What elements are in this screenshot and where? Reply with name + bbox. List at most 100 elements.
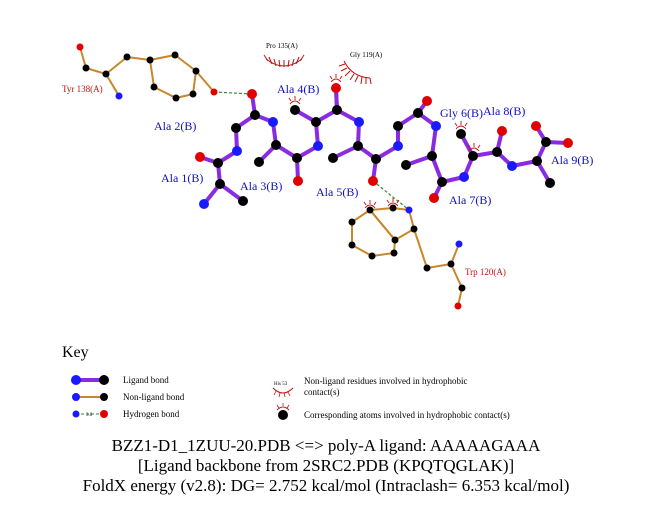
label-ala4: Ala 4(B) xyxy=(277,82,319,96)
atom-o-tyr138-end xyxy=(76,43,84,51)
key-hydrogen-bond: 3.0 Hydrogen bond xyxy=(72,409,180,419)
atom-c-ala9 xyxy=(532,156,542,166)
label-ala1: Ala 1(B) xyxy=(161,171,203,185)
label-gly6: Gly 6(B) xyxy=(440,106,483,120)
atom-c-ala4 xyxy=(311,117,321,127)
atom-o-trp120 xyxy=(454,302,462,310)
atoms xyxy=(76,43,573,310)
atom-c-tyr138 xyxy=(189,90,197,98)
atom-c-ala1 xyxy=(213,158,223,168)
atom-c-tyr138 xyxy=(172,94,180,102)
atom-o-ala3 xyxy=(293,176,303,186)
hydrogen-bonds xyxy=(213,91,410,211)
svg-text:Non-ligand residues involved i: Non-ligand residues involved in hydropho… xyxy=(304,376,467,386)
atom-n-ala2 xyxy=(232,146,242,156)
svg-text:Non-ligand bond: Non-ligand bond xyxy=(123,392,185,402)
atom-n-ala7 xyxy=(431,121,441,131)
atom-c-ala4 xyxy=(332,105,342,115)
atom-o-gly6 xyxy=(422,96,432,106)
atom-c-trp120 xyxy=(389,204,397,212)
tyr138-chain xyxy=(79,46,151,75)
atom-c-gly6 xyxy=(413,108,423,118)
atom-c-trp120 xyxy=(348,241,356,249)
key-nonligand-bond: Non-ligand bond xyxy=(72,392,185,402)
atom-c-ala9 xyxy=(541,137,551,147)
atom-c-ala1 xyxy=(238,196,248,206)
atom-c-trp120 xyxy=(391,236,399,244)
tyr138-ring xyxy=(149,54,197,99)
atom-n-ala9 xyxy=(507,161,517,171)
atom-n-ala4 xyxy=(313,141,323,151)
label-trp120: Trp 120(A) xyxy=(465,267,506,277)
atom-c-trp120 xyxy=(390,249,398,257)
atom-c-ala7 xyxy=(437,177,447,187)
label-ala2: Ala 2(B) xyxy=(154,119,196,133)
key-hydrophobic-atom: Corresponding atoms involved in hydropho… xyxy=(276,403,510,420)
atom-c-ala8 xyxy=(492,147,502,157)
legend-key: Key Ligand bond Non-ligand bond 3.0 Hydr… xyxy=(62,344,510,420)
atom-c-ala2 xyxy=(250,110,260,120)
atom-c-ala4 xyxy=(290,105,300,115)
atom-c-ala8 xyxy=(456,129,466,139)
key-hydrophobic-residue: His 53 Non-ligand residues involved in h… xyxy=(272,376,467,398)
gly119-arc xyxy=(343,60,371,79)
trp120-chain xyxy=(413,228,460,269)
residue-labels: Tyr 138(A) Pro 135(A) Gly 119(A) Trp 120… xyxy=(62,42,593,277)
atom-c-trp120 xyxy=(348,218,356,226)
atom-n-ala1 xyxy=(199,199,209,209)
svg-text:Ligand bond: Ligand bond xyxy=(123,375,169,385)
hbond-tyr138-ala2 xyxy=(213,91,253,95)
tyr138-oh xyxy=(195,70,215,93)
svg-text:Corresponding atoms involved i: Corresponding atoms involved in hydropho… xyxy=(304,410,510,420)
atom-n-ala3 xyxy=(268,117,278,127)
atom-o-ala5 xyxy=(368,176,378,186)
atom-c-trp120 xyxy=(368,252,376,260)
atom-c-tyr138 xyxy=(123,53,131,61)
atom-o-ala7 xyxy=(429,193,439,203)
caption: BZZ1-D1_1ZUU-20.PDB <=> poly-A ligand: A… xyxy=(83,436,570,495)
atom-o-ala4 xyxy=(331,83,341,93)
atom-c-ala1 xyxy=(215,179,225,189)
atom-c-ala8 xyxy=(468,151,478,161)
atom-c-ala3 xyxy=(271,140,281,150)
nonligand-bonds xyxy=(79,46,463,307)
atom-c-tyr138 xyxy=(192,67,200,75)
label-ala8: Ala 8(B) xyxy=(483,104,525,118)
atom-c-gly6 xyxy=(393,121,403,131)
label-ala7: Ala 7(B) xyxy=(449,193,491,207)
label-ala5: Ala 5(B) xyxy=(316,185,358,199)
atom-c-trp120 xyxy=(410,225,418,233)
atom-n-ala5 xyxy=(354,117,364,127)
atom-o-ala9 xyxy=(531,121,541,131)
atom-c-ala7 xyxy=(427,151,437,161)
atom-c-tyr138 xyxy=(82,64,90,72)
atom-c-tyr138 xyxy=(146,56,154,64)
svg-text:contact(s): contact(s) xyxy=(304,387,339,397)
atom-c-ala3 xyxy=(254,157,264,167)
atom-c-ala5 xyxy=(371,154,381,164)
atom-c-ala9 xyxy=(545,178,555,188)
atom-c-ala2 xyxy=(231,123,241,133)
hbond-ala5-trp120 xyxy=(372,180,410,211)
atom-c-ala7 xyxy=(401,160,411,170)
hydrophobic-residue-pro135 xyxy=(263,54,305,68)
label-pro135: Pro 135(A) xyxy=(266,42,298,50)
trp120-six-ring xyxy=(351,209,396,257)
atom-c-tyr138 xyxy=(171,51,179,59)
atom-o-ala2 xyxy=(247,89,257,99)
label-ala3: Ala 3(B) xyxy=(240,179,282,193)
svg-text:3.0: 3.0 xyxy=(86,413,93,418)
atom-c-ala5 xyxy=(328,153,338,163)
atom-c-tyr138 xyxy=(102,70,110,78)
caption-line-2: [Ligand backbone from 2SRC2.PDB (KPQTQGL… xyxy=(138,456,514,475)
atom-c-trp120 xyxy=(423,264,431,272)
hydrophobic-residue-gly119 xyxy=(338,60,372,85)
atom-n-ala8 xyxy=(459,172,469,182)
atom-c-trp120 xyxy=(458,284,466,292)
label-tyr138: Tyr 138(A) xyxy=(62,84,103,94)
caption-line-3: FoldX energy (v2.8): DG= 2.752 kcal/mol … xyxy=(83,476,570,495)
svg-text:His 53: His 53 xyxy=(274,382,288,387)
label-gly119: Gly 119(A) xyxy=(350,51,383,59)
atom-o-ala8 xyxy=(497,126,507,136)
